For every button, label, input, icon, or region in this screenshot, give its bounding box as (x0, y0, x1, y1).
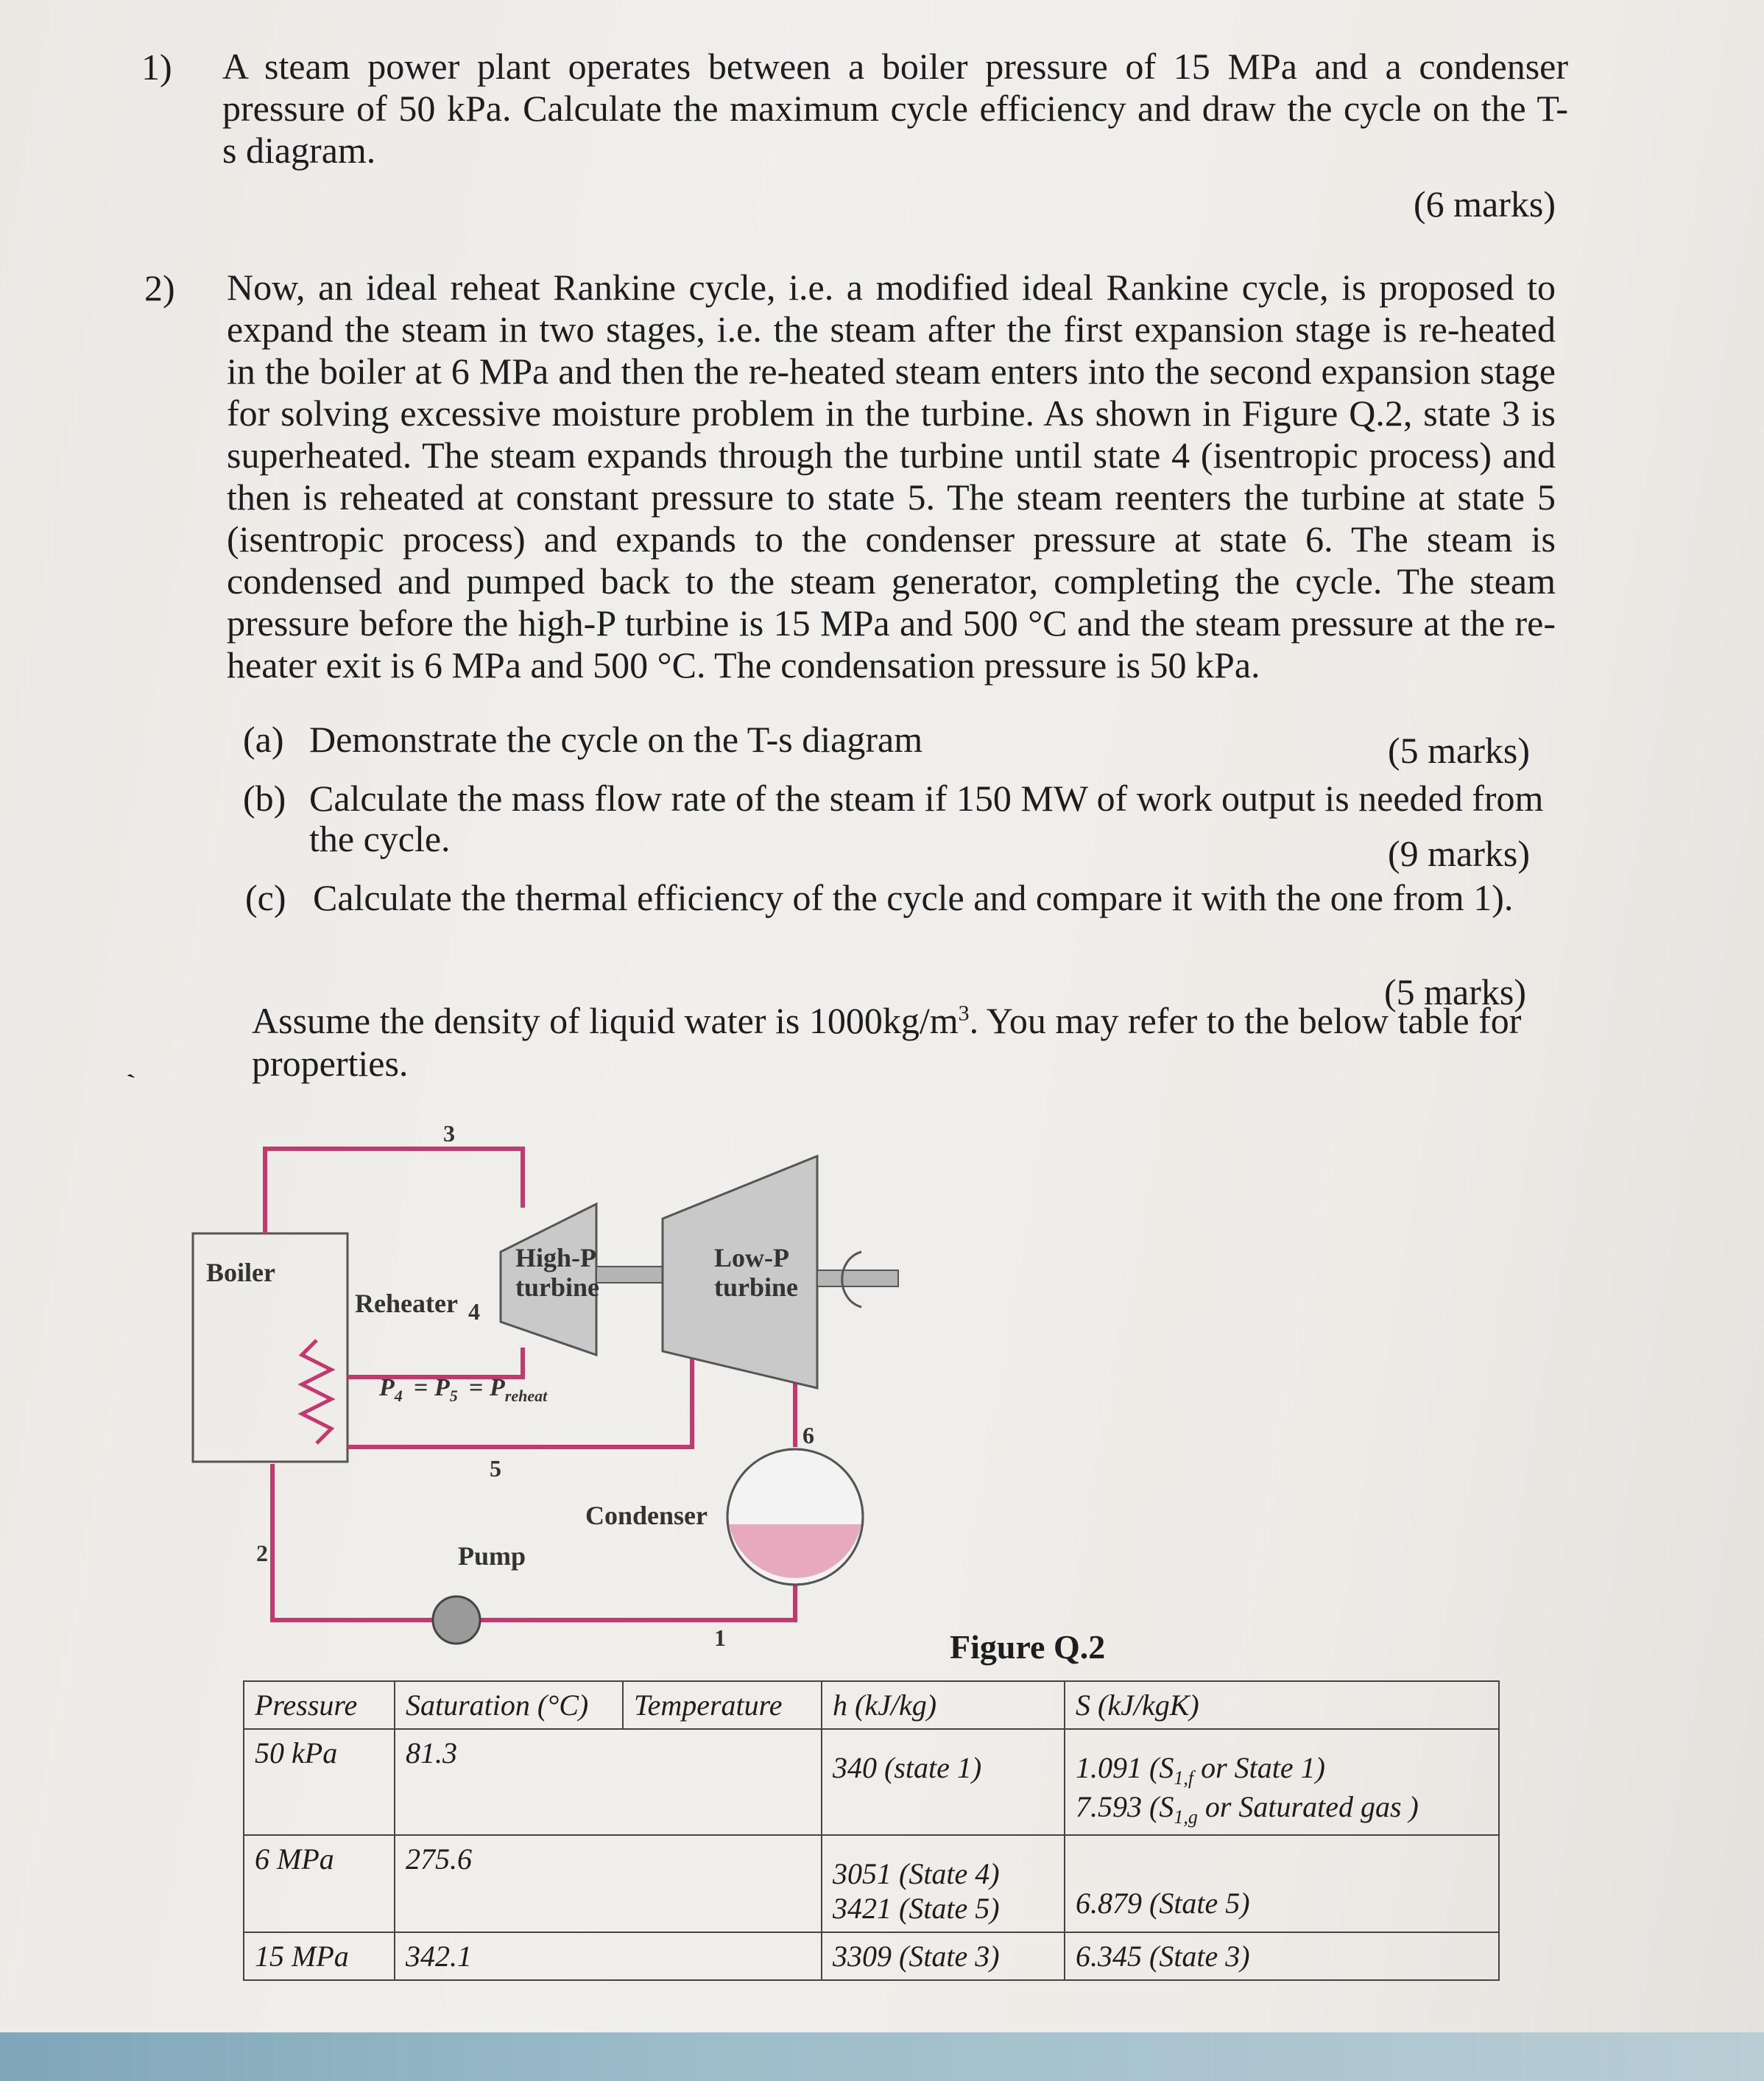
state-6-label: 6 (802, 1422, 814, 1448)
cell-s: 1.091 (S1,f or State 1) 7.593 (S1,g or S… (1064, 1728, 1500, 1836)
assumption-superscript: 3 (958, 1001, 970, 1026)
q2-line: for solving excessive moisture problem i… (227, 392, 1556, 434)
q2-line: expand the steam in two stages, i.e. the… (227, 309, 1556, 350)
q2c-text: Calculate the thermal efficiency of the … (313, 877, 1514, 918)
q2-line: in the boiler at 6 MPa and then the re-h… (227, 351, 1556, 392)
pipe-state-2 (270, 1464, 434, 1622)
assumption-post: . You may refer to the below table for (969, 1000, 1522, 1041)
eq-preheat: Preheat (489, 1374, 548, 1405)
cell-h: 3309 (State 3) (821, 1932, 1065, 1981)
high-p-turbine (499, 1202, 598, 1357)
pipe-state-4 (347, 1348, 525, 1379)
state-3-label: 3 (443, 1120, 455, 1147)
table-row: 6 MPa 275.6 3051 (State 4) 3421 (State 5… (243, 1834, 1500, 1933)
heating-coil (297, 1339, 336, 1445)
low-p-label-2: turbine (714, 1272, 798, 1302)
turbine-shaft (596, 1266, 663, 1284)
cell-pressure: 6 MPa (243, 1834, 395, 1933)
low-p-turbine (661, 1154, 819, 1390)
eq-equals-2: = (469, 1374, 483, 1401)
figure-caption: Figure Q.2 (950, 1628, 1106, 1666)
state-4-label: 4 (468, 1298, 480, 1325)
q2b-label: (b) (243, 778, 286, 819)
q1-marks: (6 marks) (1414, 183, 1556, 225)
q2-line: Now, an ideal reheat Rankine cycle, i.e.… (227, 267, 1556, 308)
eq-p5: P5 (434, 1374, 458, 1405)
q2b-text-cont: the cycle. (309, 818, 451, 859)
condenser-outline (726, 1448, 864, 1586)
table-row: 50 kPa 81.3 340 (state 1) 1.091 (S1,f or… (243, 1728, 1500, 1836)
condenser-liquid (729, 1524, 861, 1578)
cell-saturation: 342.1 (394, 1932, 822, 1981)
pipe-state-1 (479, 1583, 797, 1622)
condenser-label: Condenser (585, 1501, 708, 1530)
state-5-label: 5 (490, 1455, 501, 1482)
cell-pressure: 50 kPa (243, 1728, 395, 1836)
q2-line: pressure before the high-P turbine is 15… (227, 602, 1556, 644)
q1-number: 1) (141, 46, 172, 88)
q2b-text: Calculate the mass flow rate of the stea… (309, 778, 1544, 819)
q1-line: pressure of 50 kPa. Calculate the maximu… (222, 88, 1568, 129)
state-2-label: 2 (256, 1540, 268, 1566)
q2-number: 2) (144, 267, 175, 309)
q2b-marks: (9 marks) (1388, 833, 1530, 874)
table-header: h (kJ/kg) (821, 1680, 1065, 1730)
cell-saturation: 275.6 (394, 1834, 822, 1933)
q2-line: condensed and pumped back to the steam g… (227, 560, 1556, 602)
high-p-label-1: High-P (515, 1243, 596, 1272)
table-header: Temperature (623, 1680, 822, 1730)
high-p-label-2: turbine (515, 1272, 599, 1302)
assumption-text-cont: properties. (252, 1043, 409, 1084)
desk-edge (0, 2032, 1764, 2081)
table-row: 15 MPa 342.1 3309 (State 3) 6.345 (State… (243, 1932, 1500, 1981)
cell-pressure: 15 MPa (243, 1932, 395, 1981)
q1-text: A steam power plant operates between a b… (222, 46, 1568, 172)
pipe-state-3 (263, 1147, 525, 1233)
q2c-marks: (5 marks) (1384, 971, 1526, 1013)
pump (431, 1595, 481, 1645)
cell-s: 6.345 (State 3) (1064, 1932, 1500, 1981)
cell-saturation: 81.3 (394, 1728, 822, 1836)
eq-p4: P4 (378, 1374, 403, 1405)
generator-coupling (841, 1250, 862, 1309)
table-header: S (kJ/kgK) (1064, 1680, 1500, 1730)
table-header: Pressure (243, 1680, 395, 1730)
reheat-pressure-equation: P4 = P5 = Preheat (378, 1374, 548, 1405)
assumption-pre: Assume the density of liquid water is 10… (252, 1000, 959, 1041)
boiler-label: Boiler (206, 1258, 275, 1287)
q1-line: A steam power plant operates between a b… (222, 46, 1568, 87)
pump-label: Pump (458, 1541, 526, 1571)
q2-line: (isentropic process) and expands to the … (227, 518, 1556, 560)
eq-equals-1: = (414, 1374, 428, 1401)
q2c-label: (c) (245, 877, 286, 918)
q2-line: superheated. The steam expands through t… (227, 434, 1556, 476)
q2-line: heater exit is 6 MPa and 500 °C. The con… (227, 644, 1260, 686)
margin-mark: ˏ (116, 1046, 137, 1080)
q2a-marks: (5 marks) (1388, 730, 1530, 771)
q2-text: Now, an ideal reheat Rankine cycle, i.e.… (227, 267, 1556, 686)
assumption-text: Assume the density of liquid water is 10… (252, 999, 1521, 1042)
table-header: Saturation (°C) (394, 1680, 624, 1730)
q2a-text: Demonstrate the cycle on the T-s diagram (309, 719, 923, 760)
pipe-state-5 (347, 1355, 694, 1449)
q2a-label: (a) (243, 719, 284, 760)
rankine-reheat-diagram: Boiler Reheater 4 High-P turbine Low-P t… (191, 1120, 899, 1649)
cell-h: 340 (state 1) (821, 1728, 1065, 1836)
reheater-label: Reheater (355, 1289, 458, 1318)
q1-line: s diagram. (222, 130, 376, 171)
property-table: Pressure Saturation (°C) Temperature h (… (243, 1680, 1500, 1981)
output-shaft (816, 1270, 899, 1287)
cell-h: 3051 (State 4) 3421 (State 5) (821, 1834, 1065, 1933)
state-1-label: 1 (714, 1624, 726, 1649)
q2-line: then is reheated at constant pressure to… (227, 476, 1556, 518)
cell-s: 6.879 (State 5) (1064, 1834, 1500, 1933)
low-p-label-1: Low-P (714, 1243, 789, 1272)
table-header-row: Pressure Saturation (°C) Temperature h (… (243, 1680, 1500, 1730)
